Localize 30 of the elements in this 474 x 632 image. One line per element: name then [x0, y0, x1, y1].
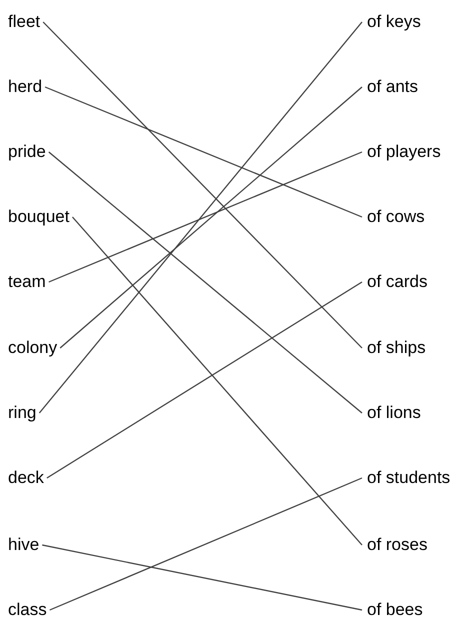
match-label: of players [367, 142, 441, 162]
match-label: of ants [367, 77, 418, 97]
word-label: pride [8, 142, 46, 162]
match-label: of cows [367, 207, 425, 227]
connector-line [42, 22, 362, 348]
word-label: fleet [8, 12, 40, 32]
match-label: of keys [367, 12, 421, 32]
connector-line [48, 151, 362, 283]
match-label: of ships [367, 338, 426, 358]
connector-line [44, 86, 362, 218]
match-label: of students [367, 468, 450, 488]
word-label: deck [8, 468, 44, 488]
word-label: ring [8, 403, 36, 423]
connector-line [72, 216, 362, 546]
match-label: of roses [367, 535, 428, 555]
connector-line [38, 22, 362, 414]
word-label: herd [8, 77, 42, 97]
word-label: hive [8, 535, 40, 555]
word-label: class [8, 600, 47, 620]
connector-line [60, 86, 362, 348]
word-label: bouquet [8, 207, 70, 227]
match-label: of lions [367, 403, 421, 423]
match-label: of bees [367, 600, 423, 620]
word-label: colony [8, 338, 58, 358]
connector-line [48, 152, 362, 414]
word-label: team [8, 272, 46, 292]
match-label: of cards [367, 272, 428, 292]
connector-line [50, 477, 362, 611]
connector-line [46, 282, 362, 478]
connector-line [42, 544, 362, 611]
